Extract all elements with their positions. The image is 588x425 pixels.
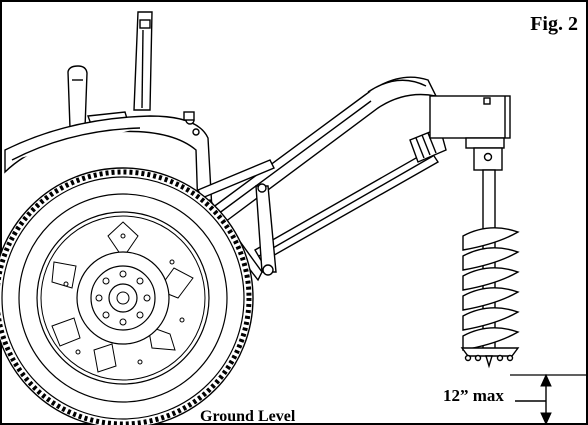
depth-arrow-up <box>540 373 552 387</box>
depth-label: 12” max <box>443 386 504 405</box>
ground-level-label: Ground Level <box>200 408 296 425</box>
auger-bit <box>460 169 520 369</box>
tractor-wheel <box>0 167 254 425</box>
figure-label: Fig. 2 <box>530 13 578 35</box>
depth-arrow-down <box>540 412 552 425</box>
depth-dimension <box>510 373 587 425</box>
gearbox-head <box>429 95 511 171</box>
